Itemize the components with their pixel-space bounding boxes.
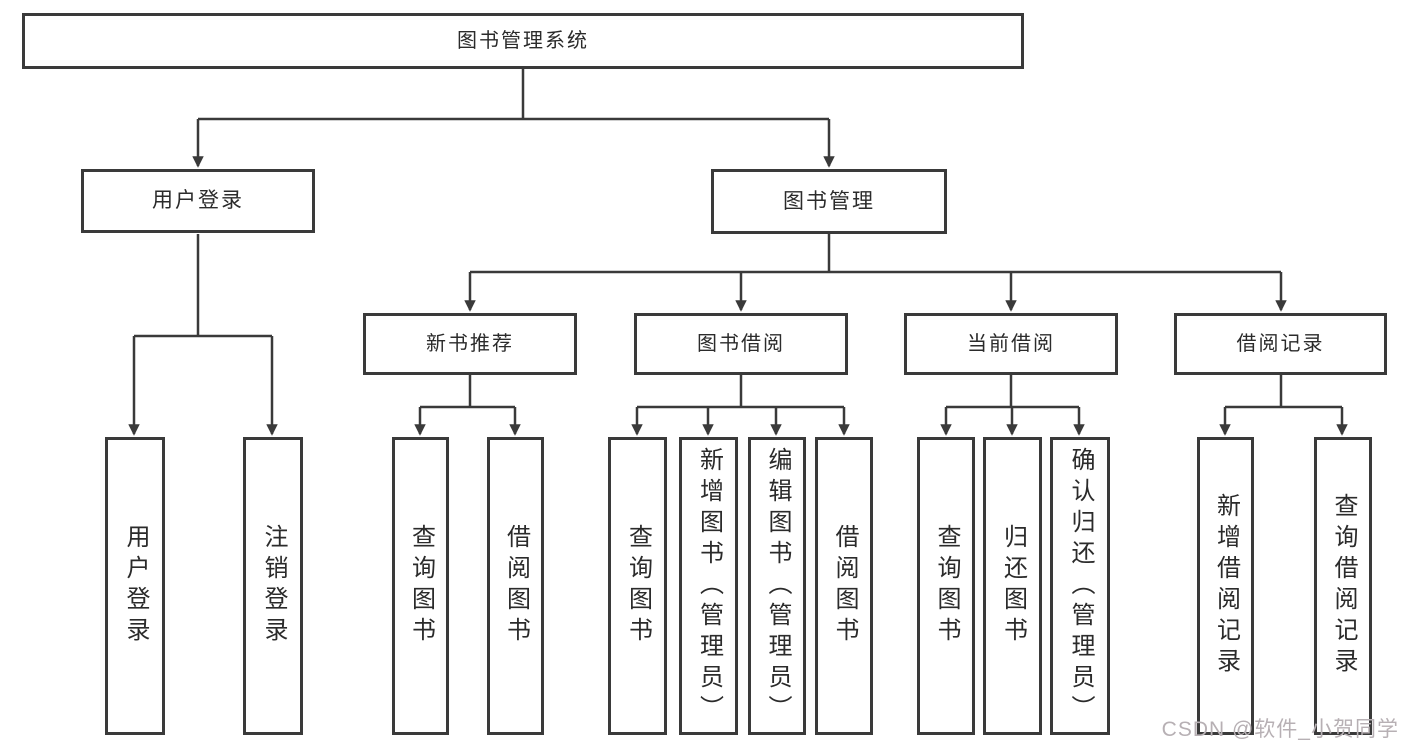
leaf-br-add-record: 新增借阅记录 — [1197, 437, 1254, 735]
node-new-book-recommend: 新书推荐 — [363, 313, 577, 375]
node-book-borrowing: 图书借阅 — [634, 313, 848, 375]
connector-user-login-split — [134, 234, 272, 338]
leaf-bb-add-books-admin: 新增图书（管理员） — [679, 437, 738, 735]
leaf-user-login: 用户登录 — [105, 437, 165, 735]
leaf-nb-query-books: 查询图书 — [392, 437, 449, 735]
leaf-nb-borrow-books: 借阅图书 — [487, 437, 544, 735]
leaf-cb-return-books: 归还图书 — [983, 437, 1042, 735]
node-root-system: 图书管理系统 — [22, 13, 1024, 69]
connector-new-book-split — [420, 375, 515, 409]
leaf-logout-login: 注销登录 — [243, 437, 303, 735]
node-user-login: 用户登录 — [81, 169, 315, 233]
node-current-borrowing: 当前借阅 — [904, 313, 1118, 375]
leaf-cb-confirm-return-admin: 确认归还（管理员） — [1050, 437, 1110, 735]
leaf-cb-query-books: 查询图书 — [917, 437, 975, 735]
leaf-bb-edit-books-admin: 编辑图书（管理员） — [748, 437, 806, 735]
connector-root-split — [198, 69, 829, 121]
connector-book-borrowing-split — [637, 375, 844, 409]
connector-book-management-split — [470, 234, 1281, 274]
node-borrowing-records: 借阅记录 — [1174, 313, 1387, 375]
csdn-watermark: CSDN @软件_小贺同学 — [1161, 718, 1399, 741]
leaf-br-query-record: 查询借阅记录 — [1314, 437, 1372, 735]
leaf-bb-borrow-books: 借阅图书 — [815, 437, 873, 735]
connector-borrowing-records-split — [1225, 375, 1342, 409]
node-book-management: 图书管理 — [711, 169, 947, 234]
connector-current-borrowing-split — [946, 375, 1079, 409]
leaf-bb-query-books: 查询图书 — [608, 437, 667, 735]
